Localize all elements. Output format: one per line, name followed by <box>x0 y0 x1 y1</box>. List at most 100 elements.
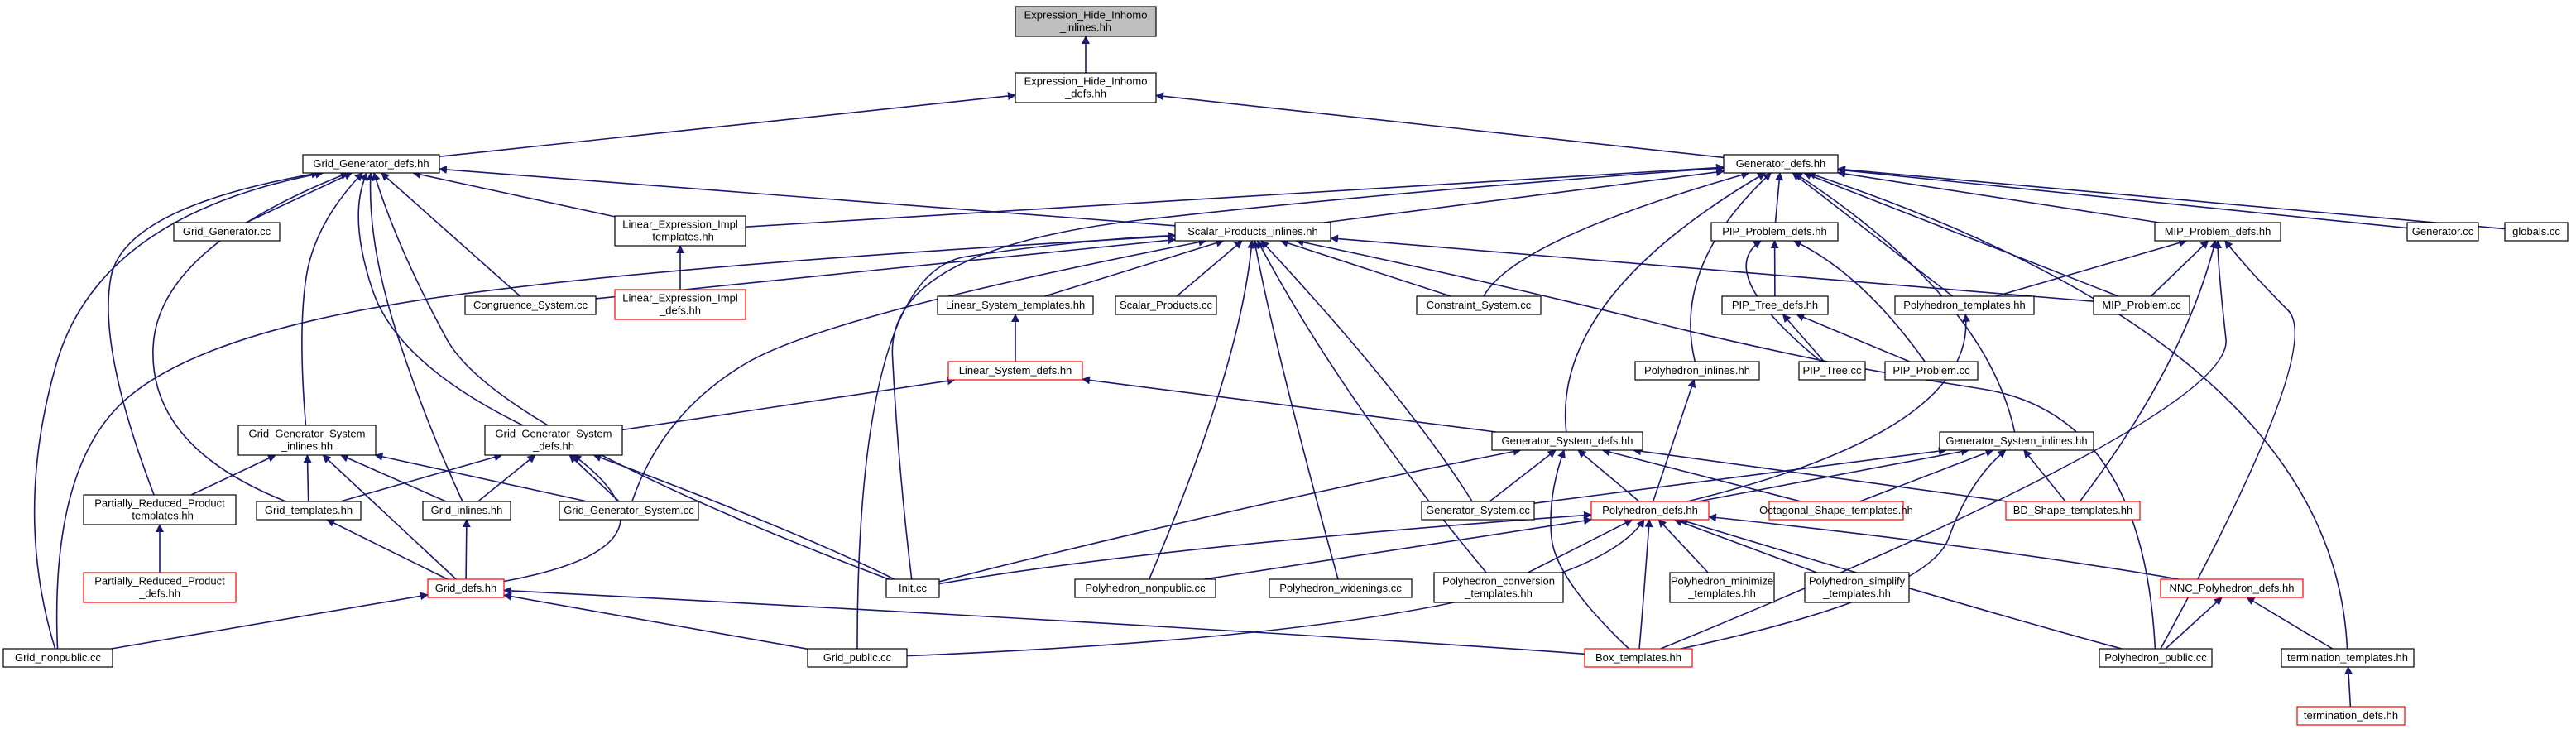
file-node-label: Expression_Hide_Inhomo <box>1024 75 1148 88</box>
dependency-edge <box>190 454 276 496</box>
file-node[interactable]: Linear_Expression_Impl_templates.hh <box>614 215 746 247</box>
file-node[interactable]: Grid_nonpublic.cc <box>2 648 113 668</box>
file-node[interactable]: Generator_defs.hh <box>1723 154 1839 174</box>
file-node[interactable]: Polyhedron_public.cc <box>2099 648 2213 668</box>
file-node[interactable]: PIP_Tree.cc <box>1798 361 1866 381</box>
file-node-box <box>83 572 237 603</box>
file-node[interactable]: Grid_defs.hh <box>427 578 505 598</box>
dependency-edge <box>1601 448 1801 502</box>
dependency-edge <box>1660 240 2227 650</box>
file-node-label: _templates.hh <box>1822 588 1891 600</box>
file-node[interactable]: BD_Shape_templates.hh <box>2005 501 2141 521</box>
file-node[interactable]: Linear_System_defs.hh <box>947 361 1083 381</box>
file-node[interactable]: Constraint_System.cc <box>1416 295 1542 315</box>
file-node[interactable]: PIP_Problem.cc <box>1884 361 1979 381</box>
file-node-label: Generator_System.cc <box>1426 504 1530 516</box>
file-node[interactable]: Grid_Generator_System_defs.hh <box>484 425 623 456</box>
file-node[interactable]: NNC_Polyhedron_defs.hh <box>2160 578 2304 598</box>
dependency-edge <box>1792 240 1926 362</box>
file-node-box <box>1174 222 1331 242</box>
file-node-label: Polyhedron_defs.hh <box>1602 504 1698 516</box>
dependency-edge <box>1652 379 1696 502</box>
file-node[interactable]: Linear_Expression_Impl_defs.hh <box>614 289 746 320</box>
file-node-box <box>1269 578 1413 598</box>
dependency-edge <box>1686 314 1971 502</box>
file-node[interactable]: Generator_System.cc <box>1421 501 1535 521</box>
dependency-edge <box>1657 519 1709 573</box>
file-node[interactable]: Octagonal_Shape_templates.hh <box>1759 501 1913 521</box>
file-node[interactable]: Partially_Reduced_Product_defs.hh <box>83 572 237 603</box>
file-node-label: Partially_Reduced_Product <box>94 575 225 588</box>
dependency-edge <box>1638 519 1653 650</box>
file-node[interactable]: Polyhedron_defs.hh <box>1590 501 1710 521</box>
file-node[interactable]: Grid_public.cc <box>807 648 908 668</box>
file-node[interactable]: Polyhedron_conversion_templates.hh <box>1433 572 1564 603</box>
file-node-box <box>237 425 377 456</box>
dependency-edge <box>340 453 503 502</box>
file-node-label: _templates.hh <box>1687 588 1756 600</box>
file-node[interactable]: Grid_inlines.hh <box>422 501 511 521</box>
file-node[interactable]: Generator_System_defs.hh <box>1491 431 1643 451</box>
file-node[interactable]: Scalar_Products.cc <box>1115 295 1217 315</box>
file-node[interactable]: Generator.cc <box>2406 222 2479 242</box>
file-node[interactable]: Polyhedron_widenings.cc <box>1269 578 1413 598</box>
file-node[interactable]: Congruence_System.cc <box>464 295 597 315</box>
file-node-label: Octagonal_Shape_templates.hh <box>1759 504 1913 516</box>
file-node[interactable]: Polyhedron_minimize_templates.hh <box>1669 572 1775 603</box>
file-node-label: Init.cc <box>899 582 927 594</box>
file-node[interactable]: Grid_Generator_defs.hh <box>302 154 440 174</box>
file-node-label: termination_defs.hh <box>2304 709 2398 722</box>
file-node[interactable]: Generator_System_inlines.hh <box>1939 431 2094 451</box>
dependency-edge <box>595 236 1176 300</box>
file-node-label: Grid_public.cc <box>823 651 892 664</box>
file-node-label: NNC_Polyhedron_defs.hh <box>2169 582 2294 594</box>
dependency-edge <box>412 170 616 218</box>
file-node-box <box>1634 361 1760 381</box>
file-node[interactable]: Grid_Generator.cc <box>173 222 281 242</box>
file-node-label: Grid_Generator_System.cc <box>564 504 694 516</box>
dependency-edge <box>1279 239 1451 297</box>
dependency-edge <box>1681 449 2007 650</box>
file-node-box <box>1074 578 1216 598</box>
file-node[interactable]: PIP_Tree_defs.hh <box>1721 295 1829 315</box>
file-node-label: Grid_inlines.hh <box>431 504 503 516</box>
dependency-edge <box>1155 92 1725 159</box>
file-node-box <box>2093 295 2190 315</box>
dependency-edge <box>1204 516 1592 580</box>
file-node[interactable]: Polyhedron_templates.hh <box>1894 295 2035 315</box>
file-node[interactable]: Linear_System_templates.hh <box>937 295 1094 315</box>
dependency-edge <box>2165 597 2223 650</box>
file-node[interactable]: termination_defs.hh <box>2296 706 2406 726</box>
file-node-label: Polyhedron_widenings.cc <box>1279 582 1402 594</box>
file-node-box <box>614 215 746 247</box>
file-node-box <box>807 648 908 668</box>
file-node[interactable]: MIP_Problem.cc <box>2093 295 2190 315</box>
file-node-label: Linear_Expression_Impl <box>622 292 738 305</box>
file-node-label: _defs.hh <box>138 588 180 600</box>
dependency-edge <box>1697 447 1969 502</box>
dependency-edge <box>1673 518 1817 573</box>
file-node-label: _templates.hh <box>645 231 714 243</box>
file-node[interactable]: PIP_Problem_defs.hh <box>1710 222 1839 242</box>
file-node[interactable]: Grid_Generator_System_inlines.hh <box>237 425 377 456</box>
file-node[interactable]: Init.cc <box>885 578 940 598</box>
file-node-box <box>1669 572 1775 603</box>
file-node-box <box>1115 295 1217 315</box>
file-node[interactable]: Expression_Hide_Inhomo_inlines.hh <box>1015 6 1157 37</box>
file-node[interactable]: Polyhedron_nonpublic.cc <box>1074 578 1216 598</box>
file-node-box <box>2005 501 2141 521</box>
file-node[interactable]: Polyhedron_inlines.hh <box>1634 361 1760 381</box>
file-node-label: Generator.cc <box>2412 225 2474 237</box>
file-node[interactable]: Scalar_Products_inlines.hh <box>1174 222 1331 242</box>
file-node[interactable]: MIP_Problem_defs.hh <box>2154 222 2281 242</box>
file-node[interactable]: termination_templates.hh <box>2281 648 2415 668</box>
file-node[interactable]: Polyhedron_simplify_templates.hh <box>1804 572 1910 603</box>
dependency-edge <box>1837 170 2160 223</box>
file-node-box <box>885 578 940 598</box>
file-node[interactable]: globals.cc <box>2504 222 2569 242</box>
file-node[interactable]: Grid_templates.hh <box>256 501 362 521</box>
file-node[interactable]: Box_templates.hh <box>1584 648 1693 668</box>
file-node[interactable]: Grid_Generator_System.cc <box>559 501 699 521</box>
file-node[interactable]: Partially_Reduced_Product_templates.hh <box>83 494 237 525</box>
file-node[interactable]: Expression_Hide_Inhomo_defs.hh <box>1015 72 1157 103</box>
